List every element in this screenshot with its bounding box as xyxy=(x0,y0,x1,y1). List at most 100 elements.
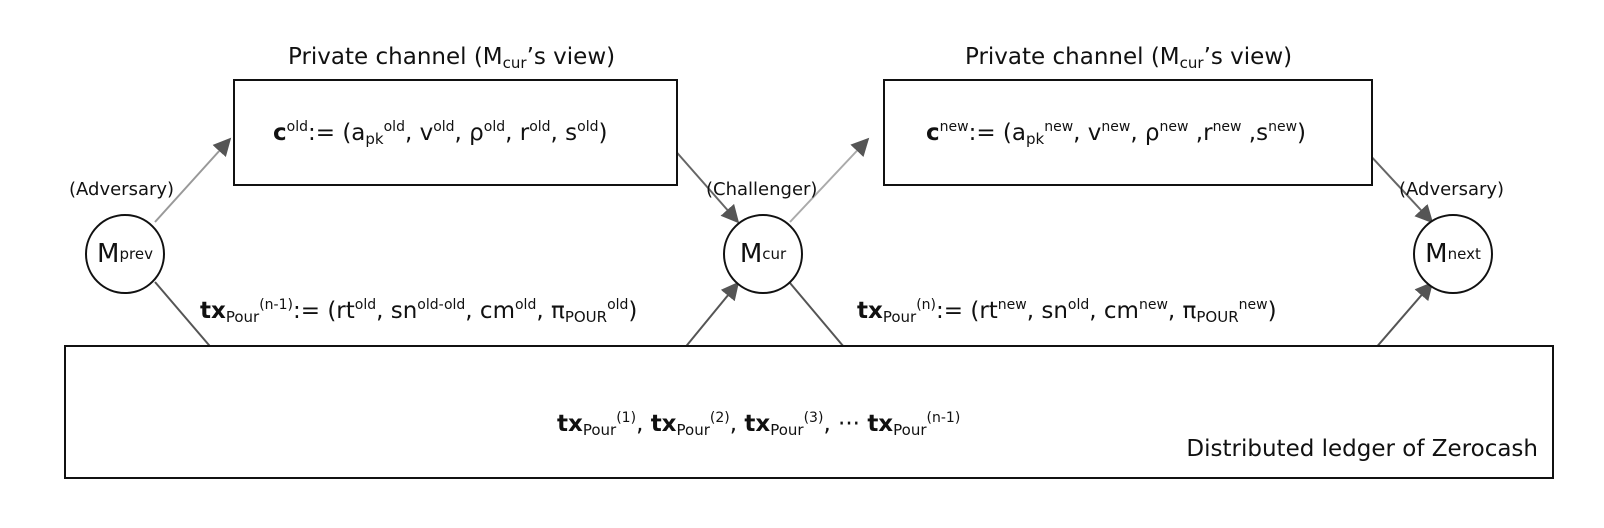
tx-right-cm: , cm xyxy=(1089,298,1139,324)
ledger-box xyxy=(64,345,1554,479)
tx-right-symbol: tx xyxy=(857,298,883,324)
ledger-item: txPour(2), xyxy=(650,410,745,439)
node-prev-main: M xyxy=(97,239,120,269)
ledger-item-idx: (n-1) xyxy=(926,410,961,426)
coin-new-sup: new xyxy=(939,119,969,135)
coin-new-symbol: c xyxy=(926,120,940,146)
arrow-prev-to-left-channel xyxy=(154,137,232,223)
left-assign: := (a xyxy=(307,120,366,146)
tx-right-sn-sup: old xyxy=(1067,297,1090,313)
ledger-item-tx: tx xyxy=(650,411,677,437)
right-r: ,r xyxy=(1188,120,1213,146)
right-rho-sup: new xyxy=(1159,119,1189,135)
ledger-item-pour: Pour xyxy=(770,421,804,439)
tx-right-close: ) xyxy=(1267,298,1277,324)
tx-left-pi-sub: POUR xyxy=(564,308,608,326)
tx-left-formula: txPour(n-1):= (rtold, snold-old, cmold, … xyxy=(200,297,638,326)
left-channel-title-prefix: Private channel (M xyxy=(288,44,503,70)
right-a-sub: pk xyxy=(1025,130,1045,148)
left-a-sub: pk xyxy=(365,130,384,148)
tx-left-pi-sup: old xyxy=(607,297,629,313)
tx-right-sn: , sn xyxy=(1026,298,1068,324)
left-rho: , ρ xyxy=(454,120,484,146)
right-v: , v xyxy=(1073,120,1102,146)
tx-left-open: := (rt xyxy=(292,298,355,324)
ledger-item-pour: Pour xyxy=(893,421,927,439)
node-next-role: (Adversary) xyxy=(1399,179,1505,200)
tx-right-idx: (n) xyxy=(916,297,937,313)
left-r-sup: old xyxy=(529,119,551,135)
ledger-item-idx: (3) xyxy=(803,410,824,426)
right-s-sup: new xyxy=(1268,119,1298,135)
tx-right-pi-sub: POUR xyxy=(1196,308,1239,326)
right-channel-title-prefix: Private channel (M xyxy=(965,44,1180,70)
coin-old-symbol: c xyxy=(273,120,287,146)
right-channel-title-suffix: ’s view) xyxy=(1203,44,1293,70)
tx-left-symbol: tx xyxy=(200,298,226,324)
left-close: ) xyxy=(598,120,608,146)
ledger-item-tx: tx xyxy=(867,411,894,437)
ledger-item-sep: , xyxy=(636,411,651,437)
left-channel-formula: cold:= (apkold, vold, ρold, rold, sold) xyxy=(273,119,608,148)
tx-left-pour: Pour xyxy=(225,308,260,326)
ledger-item-pour: Pour xyxy=(582,421,617,439)
tx-right-cm-sup: new xyxy=(1138,297,1168,313)
node-cur-main: M xyxy=(739,239,763,269)
left-a-sup: old xyxy=(383,119,405,135)
right-channel-title: Private channel (Mcur’s view) xyxy=(965,44,1293,72)
arrow-cur-to-right-channel xyxy=(789,137,870,223)
tx-left-rt-sup: old xyxy=(354,297,377,313)
node-prev-role: (Adversary) xyxy=(69,179,175,200)
ledger-item-idx: (1) xyxy=(616,410,637,426)
tx-left-cm: , cm xyxy=(465,298,515,324)
right-private-channel-box xyxy=(883,79,1373,186)
right-v-sup: new xyxy=(1101,119,1131,135)
tx-right-pi-sup: new xyxy=(1238,297,1268,313)
right-r-sup: new xyxy=(1212,119,1242,135)
ledger-item: txPour(1), xyxy=(557,410,651,439)
node-cur-role: (Challenger) xyxy=(706,179,818,200)
tx-left-pi: , π xyxy=(536,298,565,324)
ledger-tx-list: txPour(1), txPour(2), txPour(3), ··· txP… xyxy=(557,410,961,439)
left-channel-title-sub: cur xyxy=(502,54,527,72)
left-v-sup: old xyxy=(433,119,455,135)
right-assign: := (a xyxy=(968,120,1026,146)
right-a-sup: new xyxy=(1044,119,1074,135)
ledger-label: Distributed ledger of Zerocash xyxy=(1186,436,1538,462)
right-channel-formula: cnew:= (apknew, vnew, ρnew ,rnew ,snew) xyxy=(926,119,1307,148)
ledger-item-tx: tx xyxy=(744,411,771,437)
tx-left-sn: , sn xyxy=(376,298,418,324)
coin-old-sup: old xyxy=(286,119,308,135)
ledger-item: txPour(n-1) xyxy=(867,410,961,439)
tx-left-cm-sup: old xyxy=(514,297,537,313)
left-r: , r xyxy=(505,120,530,146)
tx-right-open: := (rt xyxy=(936,298,998,324)
tx-left-close: ) xyxy=(628,298,638,324)
ledger-item-tx: tx xyxy=(557,411,583,437)
ledger-item-pour: Pour xyxy=(676,421,710,439)
ledger-item-sep: , ··· xyxy=(823,411,868,437)
ledger-item-idx: (2) xyxy=(709,410,730,426)
right-close: ) xyxy=(1297,120,1307,146)
left-s: , s xyxy=(550,120,578,146)
ledger-item: txPour(3), ··· xyxy=(744,410,868,439)
left-channel-title: Private channel (Mcur’s view) xyxy=(288,44,616,72)
ledger-item-sep: , xyxy=(729,411,745,437)
tx-left-idx: (n-1) xyxy=(259,297,293,313)
tx-left-sn-sup: old-old xyxy=(417,297,466,313)
tx-right-pour: Pour xyxy=(882,308,917,326)
tx-right-formula: txPour(n):= (rtnew, snold, cmnew, πPOURn… xyxy=(857,297,1277,326)
tx-right-rt-sup: new xyxy=(997,297,1027,313)
left-rho-sup: old xyxy=(483,119,506,135)
left-v: , v xyxy=(404,120,434,146)
right-s: ,s xyxy=(1241,120,1269,146)
right-channel-title-sub: cur xyxy=(1179,54,1204,72)
left-s-sup: old xyxy=(577,119,599,135)
node-next-main: M xyxy=(1425,239,1448,269)
right-rho: , ρ xyxy=(1130,120,1160,146)
left-private-channel-box xyxy=(233,79,678,186)
left-channel-title-suffix: ’s view) xyxy=(526,44,616,70)
